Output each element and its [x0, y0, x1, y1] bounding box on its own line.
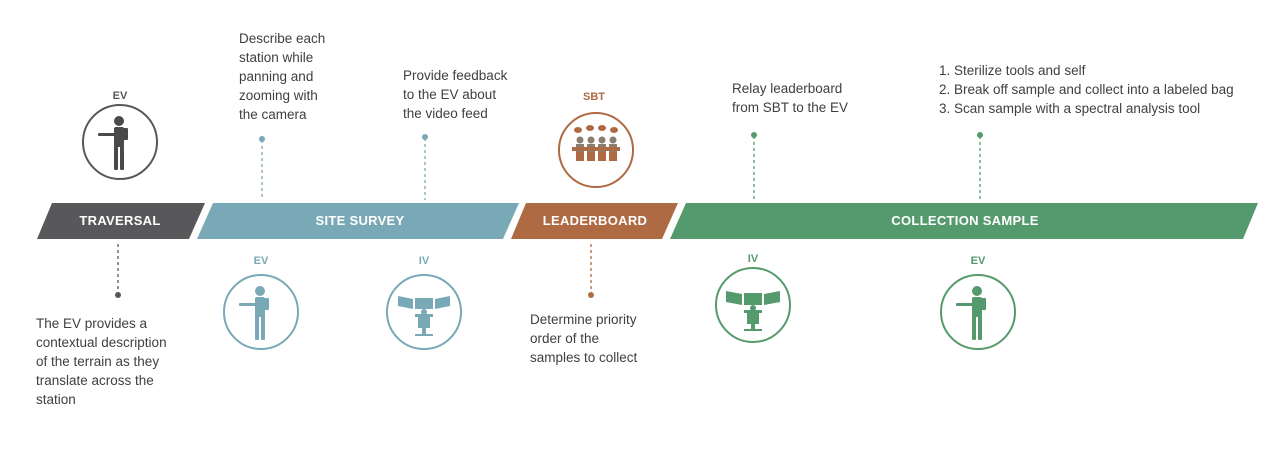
role-label-iv: IV — [418, 255, 430, 267]
step-2: 2. Break off sample and collect into a l… — [939, 82, 1234, 97]
role-label-iv: IV — [747, 253, 759, 265]
connector-dot — [422, 134, 428, 140]
phase-traversal-band — [37, 203, 205, 239]
phase-site-survey-band — [197, 203, 519, 239]
collection-steps: 1. Sterilize tools and self 2. Break off… — [939, 61, 1269, 118]
sbt-team-table-icon — [558, 112, 634, 188]
connector-dot — [588, 292, 594, 298]
role-label-ev: EV — [970, 255, 986, 267]
leaderboard-note: Determine priority order of the samples … — [530, 312, 638, 365]
role-label-sbt: SBT — [583, 91, 605, 103]
relay-note: Relay leaderboard from SBT to the EV — [732, 81, 849, 115]
collection-ev-astronaut-icon — [940, 274, 1016, 350]
connector-dot — [977, 132, 983, 138]
traversal-ev-astronaut-icon — [82, 104, 158, 180]
phase-label-traversal: TRAVERSAL — [79, 213, 161, 228]
role-label-ev: EV — [253, 255, 269, 267]
step-3: 3. Scan sample with a spectral analysis … — [939, 101, 1201, 116]
connector-dot — [259, 136, 265, 142]
survey-iv-operator-console-icon — [386, 274, 462, 350]
collection-iv-operator-console-icon — [715, 267, 791, 343]
phase-label-leaderboard: LEADERBOARD — [542, 213, 648, 228]
phase-leaderboard-band — [511, 203, 678, 239]
phase-label-collection: COLLECTION SAMPLE — [891, 213, 1039, 228]
phase-collection-band — [670, 203, 1258, 239]
connector-dot — [751, 132, 757, 138]
step-1: 1. Sterilize tools and self — [939, 63, 1086, 78]
phase-label-site-survey: SITE SURVEY — [315, 213, 405, 228]
survey-note-describe: Describe each station while panning and … — [239, 31, 326, 122]
survey-ev-astronaut-icon — [223, 274, 299, 350]
connector-dot — [115, 292, 121, 298]
survey-note-feedback: Provide feedback to the EV about the vid… — [403, 68, 508, 121]
role-label-ev: EV — [112, 90, 128, 102]
traversal-note: The EV provides a contextual description… — [36, 316, 167, 407]
